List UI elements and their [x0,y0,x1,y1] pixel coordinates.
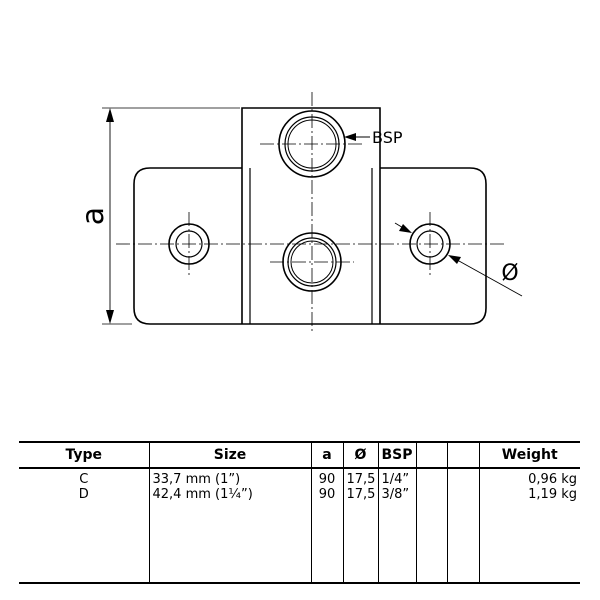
bsp-label: BSP [372,128,403,147]
cell-a: 90 [310,468,343,487]
cell-type: C [79,472,89,487]
cell-blank-1 [415,468,447,487]
technical-drawing: a Ø BSP [76,92,523,334]
header-a: a [310,441,343,469]
dimension-a [102,107,240,325]
cell-diameter: 17,5 [342,487,378,502]
table-filler-row [19,502,580,584]
cell-weight: 1,19 kg [478,487,580,502]
cell-bsp: 3/8” [377,487,416,502]
header-bsp: BSP [377,441,416,469]
cell-blank-2 [446,468,479,487]
dimension-diameter-label: Ø [501,261,518,286]
dimension-diameter [394,222,523,297]
bsp-leader [344,133,370,141]
header-blank-2 [446,441,479,469]
cell-weight: 0,96 kg [478,468,580,487]
table-row: D 42,4 mm (1¼”) 90 17,5 3/8” 1,19 kg [19,487,580,502]
spec-table: Type Size a Ø BSP Weight C 33,7 mm (1”) … [19,441,580,584]
cell-bsp: 1/4” [377,468,416,487]
boss-outline [241,107,381,324]
center-lines [116,92,506,334]
cell-size: 33,7 mm (1”) [148,468,311,487]
cell-blank-1 [415,487,447,502]
cell-diameter: 17,5 [342,468,378,487]
header-size: Size [148,441,311,469]
header-blank-1 [415,441,447,469]
header-type: Type [19,441,149,469]
base-plate-outline [133,167,487,325]
cell-size: 42,4 mm (1¼”) [148,487,311,502]
cell-blank-2 [446,487,479,502]
dimension-a-label: a [76,207,111,225]
cell-type: D [78,487,89,502]
table-header-row: Type Size a Ø BSP Weight [19,441,580,469]
cell-a: 90 [310,487,343,502]
header-diameter: Ø [342,441,378,469]
table-row: C 33,7 mm (1”) 90 17,5 1/4” 0,96 kg [19,468,580,487]
header-weight: Weight [478,441,580,469]
